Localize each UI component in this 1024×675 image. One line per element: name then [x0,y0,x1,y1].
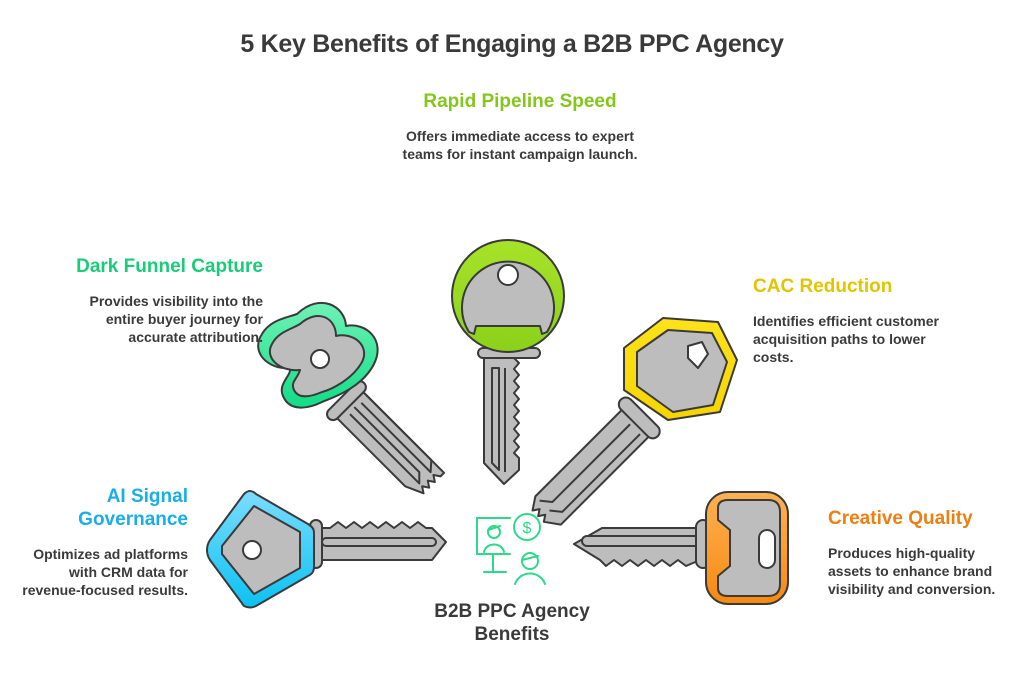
benefit-title: Creative Quality [828,508,973,529]
benefit-dark-funnel-capture: Dark Funnel Capture Provides visibility … [60,255,263,346]
benefit-cac-reduction: CAC Reduction Identifies efficient custo… [753,275,953,366]
benefit-description: Offers immediate access to expert teams … [402,128,638,162]
benefit-description: Identifies efficient customer acquisitio… [753,313,939,365]
benefit-title: AI Signal Governance [78,486,188,530]
diagram-title: 5 Key Benefits of Engaging a B2B PPC Age… [240,30,784,58]
benefit-title: Dark Funnel Capture [76,256,263,277]
benefit-ai-signal-governance: AI Signal Governance Optimizes ad platfo… [10,485,188,599]
benefit-description: Optimizes ad platforms with CRM data for… [22,546,188,598]
benefit-creative-quality: Creative Quality Produces high-quality a… [828,507,1018,598]
benefit-description: Produces high-quality assets to enhance … [828,545,996,597]
benefit-rapid-pipeline-speed: Rapid Pipeline Speed Offers immediate ac… [400,90,640,163]
center-label: B2B PPC Agency Benefits [434,601,590,645]
benefit-title: Rapid Pipeline Speed [423,91,617,112]
people-money-monitor-icon: $ [476,513,546,585]
benefit-description: Provides visibility into the entire buye… [89,293,263,345]
key-ai-signal [206,490,447,609]
benefit-title: CAC Reduction [753,276,893,297]
key-cac-reduction [531,317,738,526]
key-rapid-pipeline [451,239,565,485]
svg-text:$: $ [523,520,532,537]
key-creative-quality [573,491,789,605]
key-dark-funnel [257,301,446,495]
